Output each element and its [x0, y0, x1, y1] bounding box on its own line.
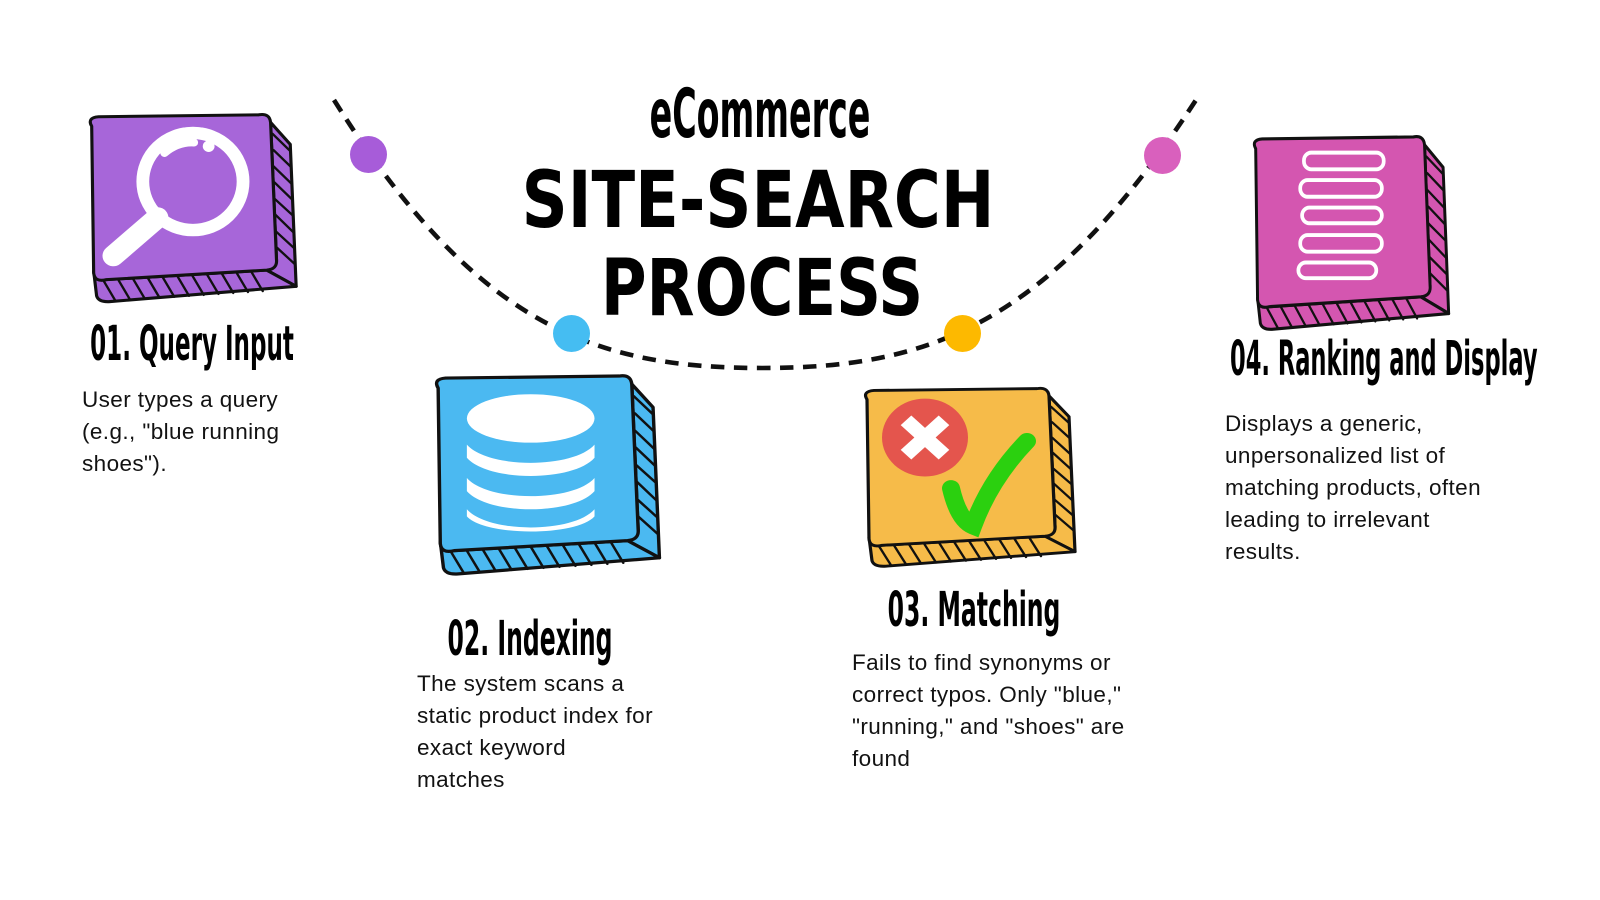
step-3-sticky-note-box	[863, 386, 1077, 568]
step-2-title: 02. Indexing	[447, 611, 613, 667]
connector-dot-ranking	[1144, 137, 1181, 174]
check-icon	[942, 433, 1036, 538]
step-4-title: 04. Ranking and Display	[1230, 331, 1538, 387]
step-1-description: User types a query (e.g., "blue running …	[82, 387, 280, 476]
connector-dot-matching	[944, 315, 981, 352]
step-2-description: The system scans a static product index …	[417, 671, 653, 792]
header-kicker: eCommerce	[649, 75, 871, 154]
connector-dot-query-input	[350, 136, 387, 173]
step-3-description: Fails to find synonyms or correct typos.…	[852, 650, 1125, 771]
connector-dot-indexing	[553, 315, 590, 352]
header-title-line-1: SITE-SEARCH	[521, 156, 995, 246]
header-title-line-2: PROCESS	[600, 244, 924, 334]
step-4-description: Displays a generic, unpersonalized list …	[1225, 411, 1481, 564]
step-1-sticky-note-box	[88, 112, 298, 304]
cross-and-check-icon	[882, 398, 1036, 538]
box-edge-hatching	[102, 132, 297, 302]
results-list-icon	[1296, 150, 1386, 281]
step-1-title: 01. Query Input	[90, 316, 294, 372]
search-icon	[102, 126, 250, 267]
step-3-title: 03. Matching	[887, 582, 1061, 638]
step-2-sticky-note-box	[434, 374, 662, 576]
box-edge-hatching	[1265, 155, 1449, 330]
box-edge-hatching	[877, 405, 1076, 567]
database-icon	[466, 394, 595, 532]
step-4-sticky-note-box	[1252, 135, 1451, 331]
box-edge-hatching	[449, 395, 660, 575]
